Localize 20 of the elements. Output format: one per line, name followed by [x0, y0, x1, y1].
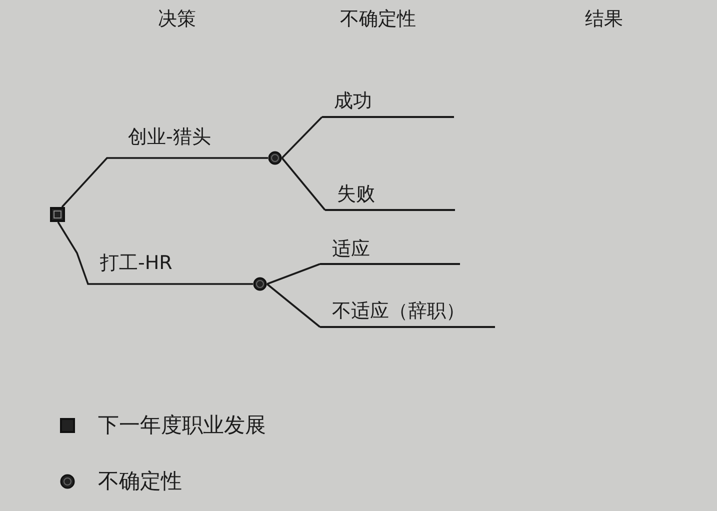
branch-line [266, 283, 321, 328]
legend-text: 不确定性 [98, 470, 182, 492]
edge-label: 打工-HR [100, 252, 172, 274]
outcome-line: 适应 [320, 238, 460, 265]
chance-circle [268, 151, 282, 165]
outcome-line: 失败 [325, 183, 455, 211]
branch-line [61, 157, 268, 208]
legend-text: 下一年度职业发展 [98, 414, 266, 436]
outcome-line: 不适应（辞职） [320, 300, 495, 328]
edge-label: 创业-猎头 [128, 126, 211, 148]
column-header: 结果 [585, 8, 623, 30]
decision-square [50, 207, 65, 222]
branch-line [281, 157, 326, 211]
column-header: 决策 [158, 8, 196, 30]
branch-line [281, 116, 323, 159]
branch-line [266, 263, 320, 285]
column-header: 不确定性 [340, 8, 416, 30]
chance-circle [253, 277, 267, 291]
outcome-line: 成功 [322, 90, 454, 118]
branch-line [57, 222, 253, 285]
